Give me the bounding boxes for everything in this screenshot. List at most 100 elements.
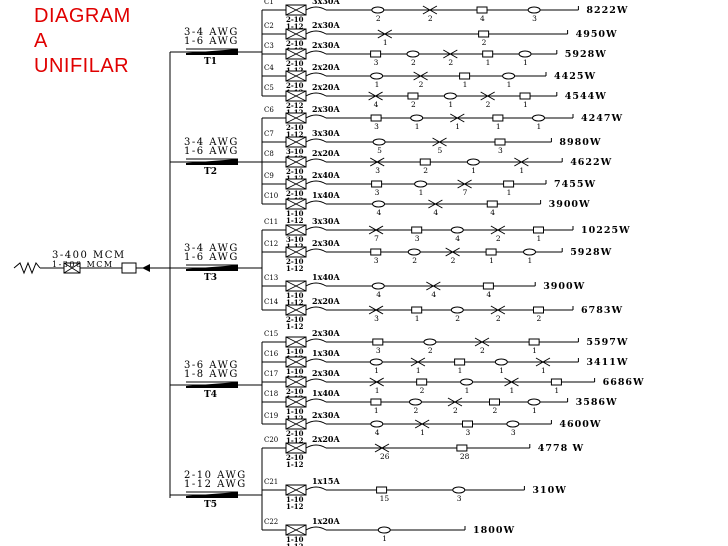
breaker-rating: 2x30A	[312, 104, 340, 114]
circuit-load-watts: 4950W	[576, 29, 618, 40]
breaker-rating: 2x30A	[312, 410, 340, 420]
fixture-icon	[370, 50, 382, 58]
breaker-cross-icon	[285, 356, 307, 368]
fixture-icon	[550, 378, 562, 386]
device-qty: 1	[532, 406, 537, 415]
fixture-icon	[370, 248, 382, 256]
outlet-icon	[414, 180, 428, 188]
switch-arc-icon	[305, 114, 327, 119]
lamp-icon	[445, 247, 460, 257]
device-qty: 7	[374, 234, 379, 243]
outlet-icon	[408, 398, 422, 406]
outlet-icon	[406, 50, 420, 58]
breaker-rating: 2x30A	[312, 368, 340, 378]
outlet-icon	[452, 486, 466, 494]
outlet-icon	[372, 200, 386, 208]
device-qty: 1	[496, 122, 501, 131]
switch-arc-icon	[305, 180, 327, 185]
circuit-load-watts: 3900W	[549, 199, 591, 210]
lamp-icon	[447, 397, 463, 407]
wire-size-1: 2-10	[286, 429, 304, 438]
circuit-id: C21	[264, 478, 278, 486]
fixture-icon	[532, 226, 544, 234]
outlet-icon	[371, 282, 385, 290]
device-qty: 4	[377, 208, 382, 217]
circuit-id: C3	[264, 42, 274, 50]
transformer-cable-1: 3-6 AWG	[184, 360, 239, 371]
switch-arc-icon	[305, 526, 327, 531]
circuit-load-watts: 6686W	[603, 377, 645, 388]
switch-arc-icon	[305, 158, 327, 163]
breaker-rating: 2x20A	[312, 148, 340, 158]
lamp-icon	[443, 49, 458, 59]
outlet-icon	[370, 72, 384, 80]
transformer-cable-1: 3-4 AWG	[184, 137, 239, 148]
wire-size-2: 1-12	[286, 130, 304, 139]
outlet-icon	[370, 420, 384, 428]
fixture-icon	[407, 92, 419, 100]
breaker-cross-icon	[285, 376, 307, 388]
ground-zigzag-icon	[13, 261, 41, 275]
outlet-icon	[466, 158, 480, 166]
main-feed-cable-1: 3-400 MCM	[52, 250, 126, 261]
lamp-icon	[426, 281, 441, 291]
breaker-cross-icon	[285, 442, 307, 454]
circuit-id: C9	[264, 172, 274, 180]
lamp-icon	[368, 91, 383, 101]
device-qty: 3	[532, 14, 537, 23]
outlet-icon	[443, 92, 457, 100]
transformer-wedge-icon	[186, 492, 238, 498]
fixture-icon	[519, 92, 531, 100]
lamp-icon	[490, 305, 506, 315]
circuit-id: C19	[264, 412, 278, 420]
lamp-icon	[450, 113, 465, 123]
title-line: A	[34, 30, 48, 52]
wire-size-1: 1-10	[286, 495, 304, 504]
title-line: UNIFILAR	[34, 55, 130, 77]
breaker-cross-icon	[285, 418, 307, 430]
lamp-icon	[368, 225, 384, 235]
outlet-icon	[377, 526, 391, 534]
device-qty: 1	[455, 122, 460, 131]
circuit-load-watts: 8980W	[559, 137, 601, 148]
device-qty: 1	[523, 58, 528, 67]
device-qty: 1	[541, 366, 546, 375]
wire-size-1: 2-10	[286, 15, 304, 24]
circuit-id: C17	[264, 370, 278, 378]
device-qty: 1	[463, 80, 468, 89]
breaker-rating: 3x30A	[312, 216, 340, 226]
lamp-icon	[428, 199, 443, 209]
device-qty: 1	[471, 166, 476, 175]
device-qty: 1	[374, 406, 379, 415]
outlet-icon	[450, 306, 464, 314]
switch-arc-icon	[305, 306, 327, 311]
title-line: DIAGRAM	[34, 5, 131, 27]
breaker-rating: 1x20A	[312, 516, 340, 526]
device-qty: 1	[528, 256, 533, 265]
wire-size-1: 1-10	[286, 407, 304, 416]
device-qty: 3	[457, 494, 462, 503]
wire-size-1: 1-10	[286, 367, 304, 376]
breaker-cross-icon	[285, 28, 307, 40]
transformer-wedge-icon	[186, 159, 238, 165]
circuit-load-watts: 1800W	[473, 525, 515, 536]
device-qty: 1	[532, 346, 537, 355]
main-feed: 3-400 MCM 1-300 MCM	[13, 250, 170, 275]
main-feed-cable-2: 1-300 MCM	[52, 260, 114, 269]
fixture-icon	[411, 226, 423, 234]
wire-size-2: 1-12	[286, 264, 304, 273]
device-qty: 2	[448, 58, 453, 67]
device-qty: 7	[463, 188, 468, 197]
fixture-icon	[419, 158, 431, 166]
circuit-load-watts: 5597W	[586, 337, 628, 348]
transformer-cable-2: 1-6 AWG	[184, 36, 239, 47]
main-breaker-cross-icon	[63, 262, 81, 274]
circuit-id: C7	[264, 130, 274, 138]
wire-size-2: 1-12	[286, 502, 304, 511]
